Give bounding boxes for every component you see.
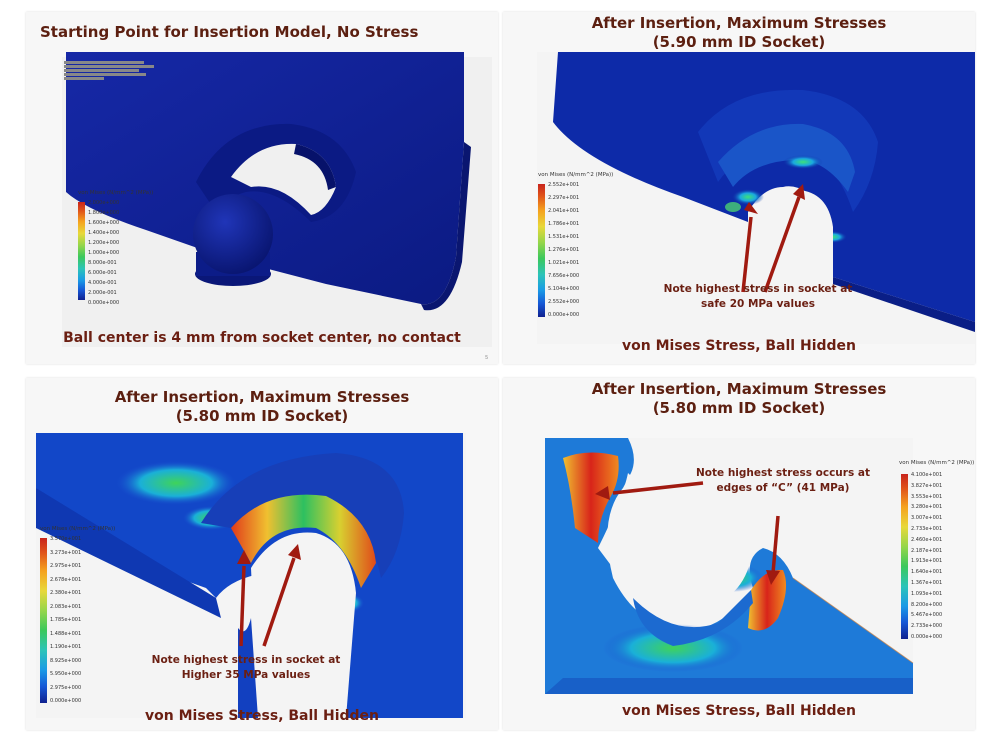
note-line: Note highest stress in socket at	[151, 654, 341, 666]
legend-tick: 2.000e-001	[88, 290, 117, 296]
slide-number: 5	[485, 355, 488, 361]
slide-title: After Insertion, Maximum Stresses (5.90 …	[503, 14, 975, 52]
legend-tick: 8.000e-001	[88, 260, 117, 266]
legend-title: von Mises (N/mm^2 (MPa))	[899, 460, 975, 466]
legend-tick: 2.083e+001	[50, 603, 82, 610]
slide-5-80-socket: After Insertion, Maximum Stresses (5.80 …	[26, 378, 498, 730]
note-line: Note highest stress in socket at	[663, 283, 853, 295]
legend-tick: 2.187e+001	[911, 547, 943, 554]
legend-tick: 2.733e+001	[911, 526, 943, 532]
slide-title-line: Starting Point for Insertion Model, No S…	[40, 23, 419, 41]
slide-caption: von Mises Stress, Ball Hidden	[622, 703, 856, 719]
legend-tick: 2.552e+000	[548, 299, 580, 305]
legend-tick: 8.925e+000	[50, 657, 82, 664]
legend-colorbar	[538, 184, 545, 317]
legend-title: von Mises (N/mm^2 (MPa))	[40, 526, 116, 532]
legend-tick: 1.021e+001	[548, 260, 580, 266]
note-line: safe 20 MPa values	[701, 298, 815, 310]
legend-tick: 1.200e+000	[88, 240, 120, 246]
stress-note: Note highest stress occurs at edges of “…	[693, 466, 873, 496]
legend-colorbar	[40, 538, 47, 703]
legend-tick: 1.786e+001	[548, 221, 580, 227]
slide-title-line: After Insertion, Maximum Stresses	[591, 14, 887, 32]
legend-tick: 3.570e+001	[50, 536, 82, 542]
legend-tick: 1.488e+001	[50, 630, 82, 637]
legend-tick: 1.093e+001	[911, 590, 943, 597]
slide-5-90-socket: After Insertion, Maximum Stresses (5.90 …	[503, 12, 975, 364]
note-line: Note highest stress occurs at	[696, 467, 870, 479]
slide-title: After Insertion, Maximum Stresses (5.80 …	[26, 388, 498, 426]
legend-tick: 4.100e+001	[911, 472, 943, 478]
legend-colorbar	[901, 474, 908, 639]
legend-tick: 1.531e+001	[548, 234, 580, 240]
legend-tick: 2.678e+001	[50, 576, 82, 583]
legend-tick: 1.190e+001	[50, 644, 82, 650]
legend-tick: 2.975e+001	[50, 563, 82, 569]
slide-title-line: After Insertion, Maximum Stresses	[114, 388, 410, 406]
slide-caption: von Mises Stress, Ball Hidden	[145, 708, 379, 724]
legend-tick: 2.297e+001	[548, 195, 580, 201]
legend-tick: 2.380e+001	[50, 590, 82, 596]
legend-tick: 2.975e+000	[50, 684, 82, 691]
model-info-text	[64, 60, 159, 81]
stress-note: Note highest stress in socket at safe 20…	[653, 282, 863, 312]
slide-title-line: (5.80 mm ID Socket)	[175, 407, 349, 425]
slide-starting-point: Starting Point for Insertion Model, No S…	[26, 12, 498, 364]
legend-tick: 2.733e+000	[911, 623, 943, 630]
legend-tick: 4.000e-001	[88, 280, 117, 286]
legend-tick: 0.000e+000	[50, 698, 82, 704]
legend-tick: 6.000e-001	[88, 270, 117, 276]
slide-caption: von Mises Stress, Ball Hidden	[622, 338, 856, 354]
slide-title-line: (5.80 mm ID Socket)	[652, 399, 826, 417]
legend-tick: 2.460e+001	[911, 536, 943, 543]
note-line: Higher 35 MPa values	[181, 669, 311, 681]
legend-tick: 5.104e+000	[548, 286, 580, 292]
legend-tick: 5.467e+000	[911, 612, 943, 619]
legend-tick: 2.552e+001	[548, 182, 580, 188]
stress-note: Note highest stress in socket at Higher …	[151, 653, 341, 683]
legend-tick: 1.640e+001	[911, 569, 943, 576]
legend-tick: 1.913e+001	[911, 558, 943, 565]
legend-tick: 8.200e+000	[911, 601, 943, 608]
legend-tick: 2.000e+000	[88, 200, 120, 206]
slide-title-line: After Insertion, Maximum Stresses	[591, 380, 887, 398]
legend-tick: 1.276e+001	[548, 247, 580, 253]
fea-model-stress-5-80	[36, 433, 466, 718]
fea-model-no-stress	[62, 52, 492, 347]
slide-title: Starting Point for Insertion Model, No S…	[40, 23, 418, 42]
legend-tick: 3.827e+001	[911, 482, 943, 489]
fea-model-stress-5-90	[537, 52, 975, 344]
legend-tick: 1.400e+000	[88, 230, 120, 236]
note-line: edges of “C” (41 MPa)	[716, 482, 850, 494]
fea-model-stress-c-edges	[545, 438, 914, 694]
legend-tick: 0.000e+000	[548, 312, 580, 318]
legend-title: von Mises (N/mm^2 (MPa))	[78, 190, 154, 196]
legend-tick: 1.600e+000	[88, 220, 120, 226]
legend-tick: 1.785e+001	[50, 617, 82, 623]
legend-tick: 0.000e+000	[88, 300, 120, 306]
legend-tick: 3.273e+001	[50, 549, 82, 556]
legend-tick: 7.656e+000	[548, 273, 580, 279]
legend-tick: 1.367e+001	[911, 580, 943, 586]
slide-caption: Ball center is 4 mm from socket center, …	[63, 330, 461, 346]
slide-title: After Insertion, Maximum Stresses (5.80 …	[503, 380, 975, 418]
legend-tick: 5.950e+000	[50, 671, 82, 677]
legend-tick: 1.000e+000	[88, 250, 120, 256]
legend-tick: 1.800e+000	[88, 210, 120, 216]
legend-tick: 3.007e+001	[911, 515, 943, 522]
legend-title: von Mises (N/mm^2 (MPa))	[538, 172, 614, 178]
legend-tick: 3.553e+001	[911, 493, 943, 500]
slide-c-edges: After Insertion, Maximum Stresses (5.80 …	[503, 378, 975, 730]
legend-tick: 3.280e+001	[911, 504, 943, 511]
legend-tick: 0.000e+000	[911, 634, 943, 640]
legend-tick: 2.041e+001	[548, 208, 580, 214]
legend-colorbar	[78, 202, 85, 300]
slide-title-line: (5.90 mm ID Socket)	[652, 33, 826, 51]
